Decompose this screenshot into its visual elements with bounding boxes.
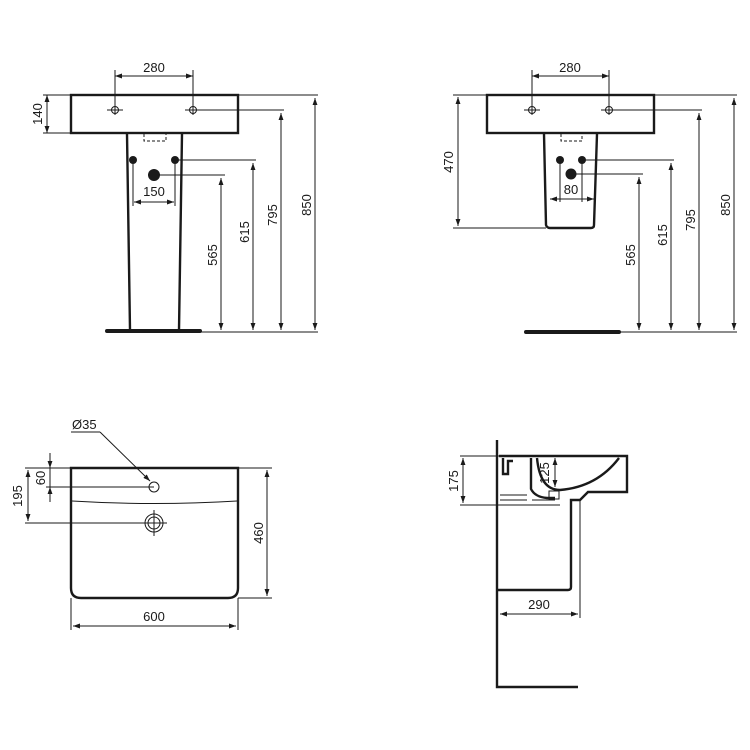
waste-icon <box>143 510 167 536</box>
dim-tap-spacing: 280 <box>143 60 165 75</box>
dim-bowl-depth: 125 <box>537 462 552 484</box>
dim-width: 600 <box>143 609 165 624</box>
dim-waste-height: 565 <box>623 244 638 266</box>
basin-outline <box>69 93 240 135</box>
supply-left-icon <box>129 156 137 164</box>
supply-left-icon <box>556 156 564 164</box>
basin-section-outline <box>498 454 629 592</box>
basin-plan-outline <box>69 466 240 600</box>
dim-depth: 460 <box>251 522 266 544</box>
tap-hole-markers <box>524 106 617 114</box>
dim-supply-spacing: 80 <box>564 182 578 197</box>
tap-hole-section <box>501 458 513 476</box>
dim-tap-height: 795 <box>683 209 698 231</box>
dim-waste-height: 565 <box>205 244 220 266</box>
dim-basin-height: 140 <box>30 103 45 125</box>
dim-supply-height: 615 <box>655 224 670 246</box>
dim-pedestal-projection: 290 <box>528 597 550 612</box>
semi-pedestal-outline <box>542 133 599 230</box>
plan-top-view: Ø35 60 195 460 600 <box>10 417 272 630</box>
basin-outline <box>485 93 656 135</box>
wall-and-floor <box>495 440 578 689</box>
dim-tap-hole-offset: 60 <box>33 471 48 485</box>
dim-tap-hole-diameter: Ø35 <box>72 417 97 432</box>
overflow-hidden <box>143 134 167 142</box>
dim-tap-spacing: 280 <box>559 60 581 75</box>
dim-total-height: 850 <box>718 194 733 216</box>
bowl-curve <box>535 457 620 492</box>
waste-section <box>548 490 560 500</box>
dim-supply-spacing: 150 <box>143 184 165 199</box>
section-detail-lines <box>500 494 555 501</box>
bowl-inner-left <box>529 458 555 500</box>
pedestal-front-view: 280 140 150 565 615 795 850 <box>30 60 318 333</box>
pedestal-outline <box>125 133 184 331</box>
dim-rim-height: 175 <box>446 470 461 492</box>
side-section-view: 175 125 290 <box>446 440 629 689</box>
dim-pedestal-drop: 470 <box>441 151 456 173</box>
semi-pedestal-front-view: 280 470 80 565 615 795 850 <box>441 60 737 334</box>
basin-rim-line <box>71 500 238 504</box>
dim-waste-offset: 195 <box>10 485 25 507</box>
overflow-hidden <box>560 134 583 142</box>
dim-supply-height: 615 <box>237 221 252 243</box>
dim-total-height: 850 <box>299 194 314 216</box>
dim-tap-height: 795 <box>265 204 280 226</box>
tap-hole-markers <box>107 106 201 114</box>
